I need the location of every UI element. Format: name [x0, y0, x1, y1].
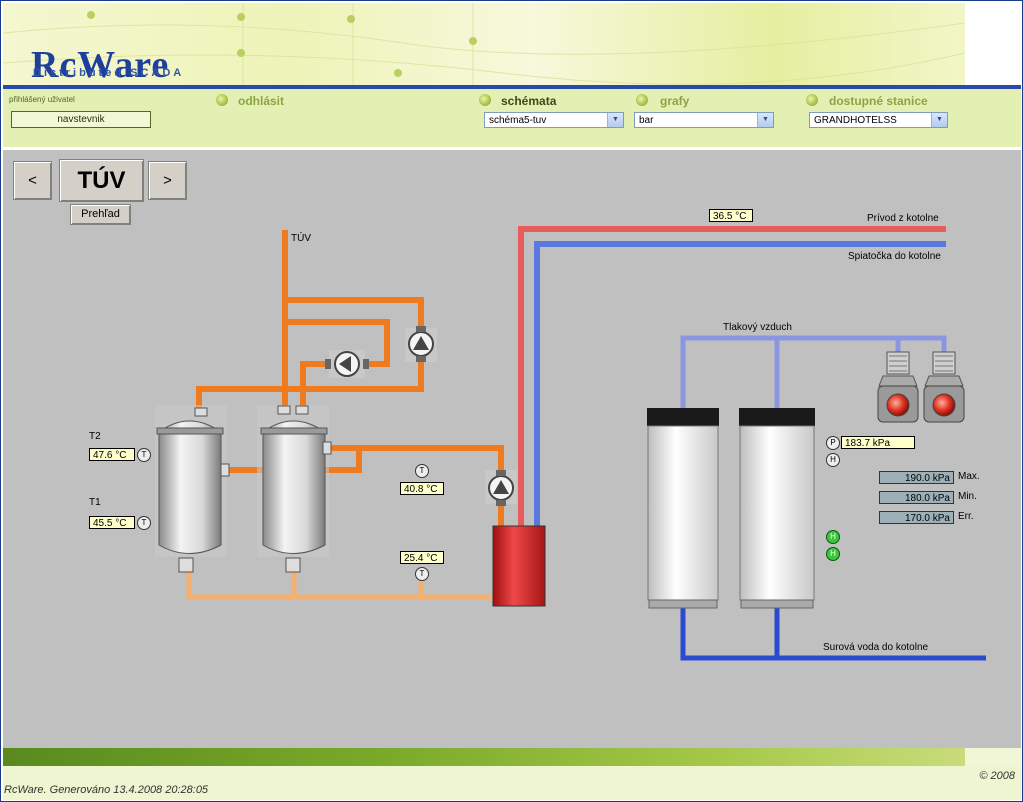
heat-exchanger-t1 [257, 405, 332, 573]
banner-spacer [965, 3, 1021, 85]
temperature-sensor-icon: T [137, 448, 151, 462]
logout-link[interactable]: odhlásit [238, 94, 285, 108]
water-tank-1 [647, 408, 719, 609]
process-diagram [155, 226, 986, 661]
air-valve-icon[interactable] [877, 351, 919, 423]
hot-water-pipes [196, 230, 504, 530]
scada-canvas: < TÚV > Prehľad [3, 150, 1021, 748]
boiler [492, 525, 546, 607]
schemata-select-value: schéma5-tuv [489, 115, 547, 126]
t1-label: T1 [89, 497, 101, 508]
max-label: Max. [958, 471, 980, 482]
stanice-bullet-icon [806, 94, 818, 106]
footer: © 2008 RcWare. Generováno 13.4.2008 20:2… [3, 766, 1021, 800]
min-label: Min. [958, 491, 977, 502]
water-tank-2 [739, 408, 815, 609]
low-temp-value: 25.4 °C [400, 551, 444, 564]
prev-screen-button[interactable]: < [13, 161, 52, 200]
stanice-select-value: GRANDHOTELSS [814, 115, 897, 126]
return-label: Spiatočka do kotolne [848, 251, 941, 262]
raw-water-pipe [680, 608, 986, 661]
pressure-min-value: 180.0 kPa [879, 491, 954, 504]
temperature-sensor-icon: T [137, 516, 151, 530]
banner-decoration [3, 3, 965, 85]
supply-label: Prívod z kotolne [867, 213, 939, 224]
logo-subtitle: Distributed SCADA [33, 67, 185, 79]
level-sensor-icon: H [826, 530, 840, 544]
temperature-sensor-icon: T [415, 464, 429, 478]
tuv-label: TÚV [291, 233, 311, 244]
grafy-bullet-icon [636, 94, 648, 106]
pump-icon[interactable] [405, 326, 437, 362]
user-name-field: navstevnik [11, 111, 151, 128]
raw-water-label: Surová voda do kotolne [823, 642, 929, 653]
temperature-sensor-icon: T [415, 567, 429, 581]
t2-label: T2 [89, 431, 101, 442]
level-sensor-icon: H [826, 547, 840, 561]
pressure-sensor-icon: P [826, 436, 840, 450]
nav-bar: přihlášený uživatel navstevnik odhlásit … [3, 89, 1021, 147]
cold-water-pipes [186, 570, 493, 600]
logout-bullet-icon [216, 94, 228, 106]
mid-temp-value: 40.8 °C [400, 482, 444, 495]
pressure-err-value: 170.0 kPa [879, 511, 954, 524]
return-pipe [534, 241, 946, 528]
screen-title-button[interactable]: TÚV [59, 159, 144, 202]
t2-temp-value: 47.6 °C [89, 448, 135, 461]
chevron-down-icon[interactable]: ▼ [607, 113, 623, 127]
pressure-value: 183.7 kPa [841, 436, 915, 449]
header-banner: RcWare Distributed SCADA [3, 3, 965, 85]
err-label: Err. [958, 511, 974, 522]
header-divider [3, 85, 1021, 89]
chevron-down-icon[interactable]: ▼ [931, 113, 947, 127]
t1-temp-value: 45.5 °C [89, 516, 135, 529]
supply-temp-value: 36.5 °C [709, 209, 753, 222]
air-valve-icon[interactable] [923, 351, 965, 423]
overview-button[interactable]: Prehľad [70, 204, 131, 225]
copyright: © 2008 [979, 770, 1015, 782]
schemata-label: schémata [501, 94, 557, 108]
grafy-select-value: bar [639, 115, 654, 126]
pump-icon[interactable] [325, 350, 369, 378]
pump-icon[interactable] [485, 470, 517, 506]
footer-bar [3, 748, 965, 766]
user-label: přihlášený uživatel [9, 95, 75, 104]
chevron-down-icon[interactable]: ▼ [757, 113, 773, 127]
next-screen-button[interactable]: > [148, 161, 187, 200]
stanice-select[interactable]: GRANDHOTELSS ▼ [809, 112, 948, 128]
compressed-air-label: Tlakový vzduch [723, 322, 792, 333]
rcware-logo: RcWare [31, 44, 170, 85]
schemata-select[interactable]: schéma5-tuv ▼ [484, 112, 624, 128]
footer-bar-spacer [965, 748, 1021, 766]
generated-timestamp: RcWare. Generováno 13.4.2008 20:28:05 [4, 784, 209, 796]
schemata-bullet-icon [479, 94, 491, 106]
level-sensor-icon: H [826, 453, 840, 467]
supply-pipe [518, 226, 946, 528]
heat-exchanger-t2 [155, 405, 230, 573]
stanice-label: dostupné stanice [829, 94, 928, 108]
pressure-max-value: 190.0 kPa [879, 471, 954, 484]
grafy-select[interactable]: bar ▼ [634, 112, 774, 128]
grafy-label: grafy [660, 94, 690, 108]
